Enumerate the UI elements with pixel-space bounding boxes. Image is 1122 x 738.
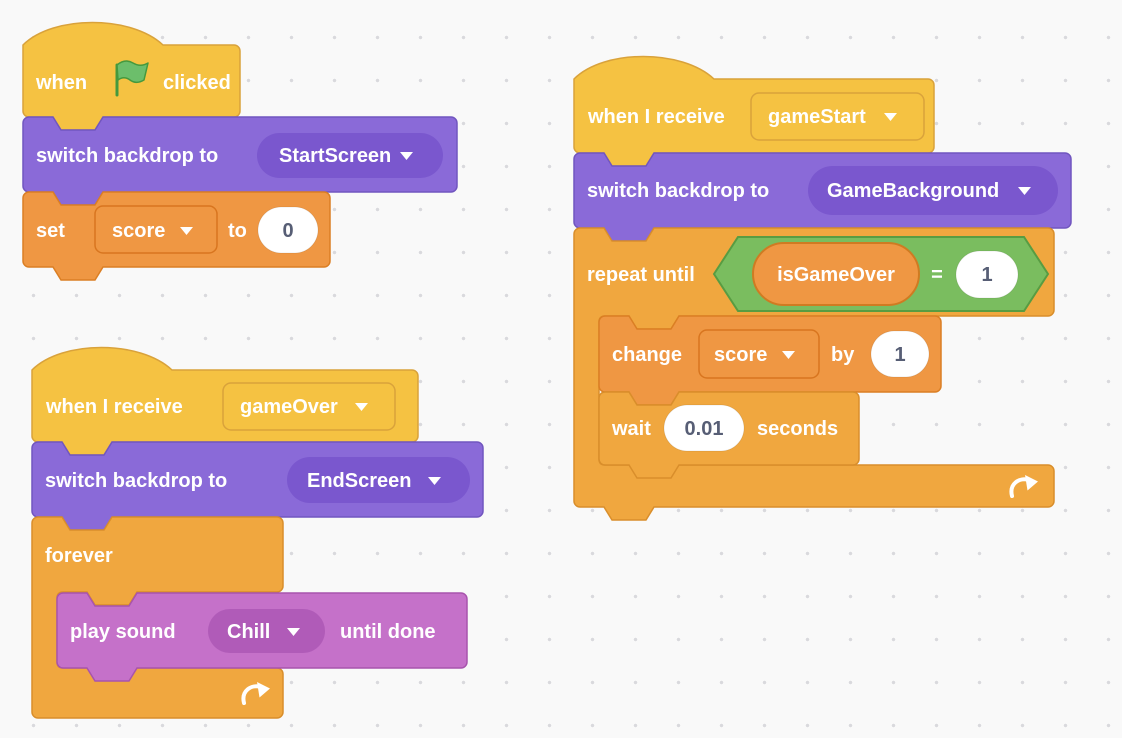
when-receive-label: when I receive — [45, 396, 183, 418]
equals-sign: = — [931, 264, 943, 286]
sound-dropdown-value: Chill — [227, 621, 270, 643]
chevron-down-icon — [180, 227, 193, 235]
backdrop-dropdown[interactable] — [257, 133, 443, 178]
duration-input-text: 0.01 — [685, 418, 724, 440]
change-label: change — [612, 344, 682, 366]
set-label: set — [36, 220, 65, 242]
when-label: when — [35, 72, 87, 94]
by-label: by — [831, 344, 855, 366]
backdrop-dropdown[interactable] — [287, 457, 470, 503]
script-game-over: when I receive gameOver switch backdrop … — [31, 346, 484, 719]
value-input-text: 1 — [981, 264, 992, 286]
broadcast-dropdown-value: gameOver — [240, 396, 338, 418]
switch-backdrop-label: switch backdrop to — [36, 145, 218, 167]
seconds-label: seconds — [757, 418, 838, 440]
variable-reporter-label: isGameOver — [777, 264, 895, 286]
switch-backdrop-label: switch backdrop to — [45, 470, 227, 492]
when-receive-label: when I receive — [587, 106, 725, 128]
script-game-start: when I receive gameStart switch backdrop… — [573, 55, 1072, 521]
variable-dropdown[interactable] — [94, 205, 218, 254]
chevron-down-icon — [884, 113, 897, 121]
variable-reporter[interactable] — [752, 242, 920, 306]
backdrop-dropdown-value: StartScreen — [279, 145, 391, 167]
backdrop-dropdown[interactable] — [808, 166, 1058, 215]
broadcast-dropdown[interactable] — [222, 382, 396, 431]
chevron-down-icon — [1018, 187, 1031, 195]
loop-arrow-icon — [241, 682, 270, 705]
value-input[interactable] — [257, 206, 319, 254]
variable-dropdown-value: score — [714, 344, 767, 366]
chevron-down-icon — [355, 403, 368, 411]
until-done-label: until done — [340, 621, 436, 643]
chevron-down-icon — [428, 477, 441, 485]
switch-backdrop-label: switch backdrop to — [587, 180, 769, 202]
green-flag-icon — [115, 60, 149, 97]
chevron-down-icon — [400, 152, 413, 160]
duration-input[interactable] — [663, 404, 745, 452]
forever-label: forever — [45, 545, 113, 567]
to-label: to — [228, 220, 247, 242]
backdrop-dropdown-value: EndScreen — [307, 470, 411, 492]
backdrop-dropdown-value: GameBackground — [827, 180, 999, 202]
loop-arrow-icon — [1009, 475, 1038, 498]
repeat-until-label: repeat until — [587, 264, 695, 286]
chevron-down-icon — [782, 351, 795, 359]
play-sound-label: play sound — [70, 621, 176, 643]
broadcast-dropdown-value: gameStart — [768, 106, 866, 128]
value-input[interactable] — [870, 330, 930, 378]
wait-label: wait — [611, 418, 651, 440]
value-input-text: 0 — [282, 220, 293, 242]
value-input-text: 1 — [894, 344, 905, 366]
script-start: when clicked switch backdrop to StartScr… — [22, 21, 458, 281]
sound-dropdown[interactable] — [208, 609, 325, 653]
broadcast-dropdown[interactable] — [750, 92, 925, 141]
clicked-label: clicked — [163, 72, 231, 94]
chevron-down-icon — [287, 628, 300, 636]
variable-dropdown[interactable] — [698, 329, 820, 379]
variable-dropdown-value: score — [112, 220, 165, 242]
value-input[interactable] — [955, 250, 1019, 299]
